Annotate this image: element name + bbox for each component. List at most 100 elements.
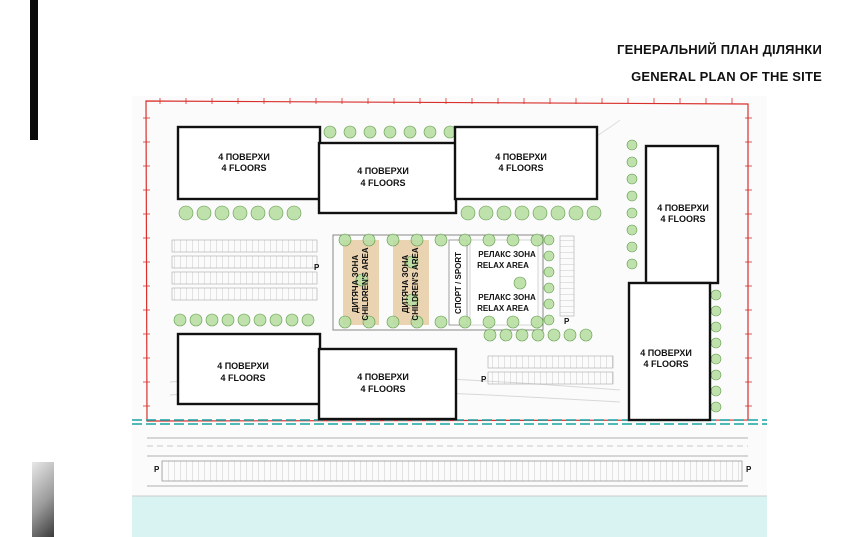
building-1-label-ua: 4 ПОВЕРХИ [218,152,270,162]
tree [410,315,424,329]
children-zone-2 [393,240,429,325]
parking-marker-south: P [481,375,487,384]
tree [237,313,251,327]
relax-zone-2-label-en: RELAX AREA [477,304,529,313]
tree [532,205,548,221]
tree [626,207,638,219]
sport-zone [448,239,468,326]
tree [338,233,352,247]
tree [386,233,400,247]
road-lines [147,437,748,487]
tree [286,205,302,221]
tree [458,233,472,247]
tree [543,250,555,262]
children-zone-1-label-ua: ДИТЯЧА ЗОНА [351,255,360,314]
tree [173,313,187,327]
tree [232,205,248,221]
tree [178,205,194,221]
tree [253,313,267,327]
relax-zone-2-label-ua: РЕЛАКС ЗОНА [478,293,536,302]
tree [531,328,545,342]
tree [543,266,555,278]
tree [543,314,555,326]
tree [214,205,230,221]
tree [710,385,722,397]
tree [323,125,337,139]
tree [626,241,638,253]
tree [543,282,555,294]
parking-south-1 [487,355,614,369]
tree [710,321,722,333]
tree [710,305,722,317]
parking-marker-bottom-right: P [746,465,752,474]
tree [482,233,496,247]
building-2-label-en: 4 FLOORS [360,178,405,188]
sport-zone-label: СПОРТ / SPORT [454,252,463,314]
building-6-label-en: 4 FLOORS [220,373,265,383]
tree [499,328,513,342]
building-1-label-en: 4 FLOORS [221,163,266,173]
parking-south-2 [487,371,614,385]
tree [362,315,376,329]
building-3: 4 ПОВЕРХИ 4 FLOORS [453,125,599,201]
tree [710,401,722,413]
tree [515,328,529,342]
building-3-label-ua: 4 ПОВЕРХИ [495,152,547,162]
building-5-label-en: 4 FLOORS [643,359,688,369]
parking-marker-east: P [564,317,570,326]
tree [434,315,448,329]
tree [189,313,203,327]
tree [626,173,638,185]
building-6: 4 ПОВЕРХИ 4 FLOORS [176,332,322,406]
tree [269,313,283,327]
tree [405,255,419,269]
tree [514,205,530,221]
tree [626,139,638,151]
tree [301,313,315,327]
tree [626,190,638,202]
tree [563,328,577,342]
parking-west-3 [171,271,318,285]
building-4-label-en: 4 FLOORS [660,214,705,224]
tree [483,328,497,342]
tree [460,205,476,221]
tree-group [173,125,722,413]
tree [285,313,299,327]
tree [626,224,638,236]
building-5-label-ua: 4 ПОВЕРХИ [640,348,692,358]
building-7-label-en: 4 FLOORS [360,384,405,394]
tree [506,315,520,329]
tree [710,369,722,381]
plan-title-en: GENERAL PLAN OF THE SITE [631,69,822,84]
tree [410,233,424,247]
building-3-label-en: 4 FLOORS [498,163,543,173]
decorative-corner-shape [32,462,54,537]
building-5: 4 ПОВЕРХИ 4 FLOORS [627,281,712,422]
relax-zone-1-label-ua: РЕЛАКС ЗОНА [478,250,536,259]
decorative-vertical-bar [30,0,38,140]
tree [405,293,419,307]
tree [506,233,520,247]
relax-zone-1-label-en: RELAX AREA [477,261,529,270]
parking-marker-bottom-left: P [154,465,160,474]
parking-west-1 [171,239,318,253]
parking-west-2 [171,255,318,269]
parking-east [559,235,575,317]
tree [710,289,722,301]
tree [710,337,722,349]
building-1: 4 ПОВЕРХИ 4 FLOORS [176,125,322,201]
tree [196,205,212,221]
tree [496,205,512,221]
tree [386,315,400,329]
tree [434,233,448,247]
children-zone-1-label-en: CHILDREN'S AREA [361,247,370,320]
tree [423,125,437,139]
tree [268,205,284,221]
parking-marker-west: P [314,263,320,272]
building-7: 4 ПОВЕРХИ 4 FLOORS [317,347,458,421]
building-4: 4 ПОВЕРХИ 4 FLOORS [644,144,720,285]
tree [626,258,638,270]
tree [543,234,555,246]
tree [362,233,376,247]
